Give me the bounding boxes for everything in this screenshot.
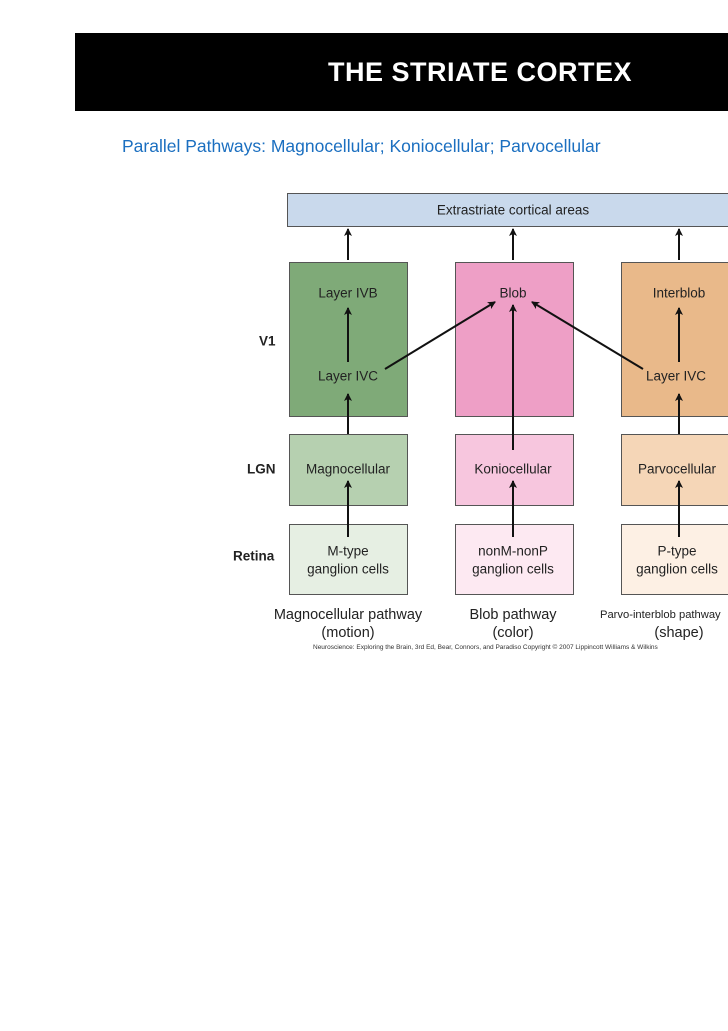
copyright-credit: Neuroscience: Exploring the Brain, 3rd E…	[313, 644, 658, 651]
retina-p-label-2: ganglion cells	[636, 561, 718, 577]
extrastriate-label: Extrastriate cortical areas	[436, 202, 590, 218]
retina-nonm-label-1: nonM-nonP	[478, 543, 548, 559]
retina-p-label-1: P-type	[657, 543, 697, 559]
arrow-icon	[531, 301, 644, 370]
lgn-magno-label: Magnocellular	[305, 461, 391, 477]
v1-blob-box	[455, 262, 574, 417]
slide-subtitle: Parallel Pathways: Magnocellular; Konioc…	[122, 136, 601, 156]
slide-title: THE STRIATE CORTEX	[328, 57, 633, 87]
retina-nonm-label-2: ganglion cells	[472, 561, 554, 577]
caption-parvo-1: Parvo-interblob pathway	[600, 609, 721, 621]
caption-blob-1: Blob pathway	[469, 607, 557, 623]
caption-parvo-2: (shape)	[654, 625, 704, 641]
retina-m-label-1: M-type	[327, 543, 369, 559]
retina-p-box	[621, 524, 728, 595]
lgn-parvo-label: Parvocellular	[637, 461, 717, 477]
extrastriate-box	[287, 193, 728, 227]
title-bar	[75, 33, 728, 111]
v1-interblob-box	[621, 262, 728, 417]
caption-magno-1: Magnocellular pathway	[273, 607, 423, 623]
retina-nonm-box	[455, 524, 574, 595]
caption-magno-2: (motion)	[321, 625, 375, 641]
row-label-lgn: LGN	[247, 461, 276, 477]
arrows-layer	[344, 228, 683, 537]
retina-m-label-2: ganglion cells	[307, 561, 389, 577]
interblob-label: Interblob	[652, 285, 706, 301]
lgn-konio-label: Koniocellular	[474, 461, 552, 477]
blob-label: Blob	[499, 285, 527, 301]
layer-ivb-label: Layer IVB	[318, 285, 378, 301]
row-label-retina: Retina	[233, 548, 275, 564]
layer-ivc-label: Layer IVC	[645, 368, 707, 384]
lgn-konio-box	[455, 434, 574, 506]
caption-blob-2: (color)	[492, 625, 534, 641]
row-label-v1: V1	[259, 333, 276, 349]
arrow-icon	[384, 301, 496, 370]
layer-ivc-label: Layer IVC	[317, 368, 379, 384]
lgn-parvo-box	[621, 434, 728, 506]
